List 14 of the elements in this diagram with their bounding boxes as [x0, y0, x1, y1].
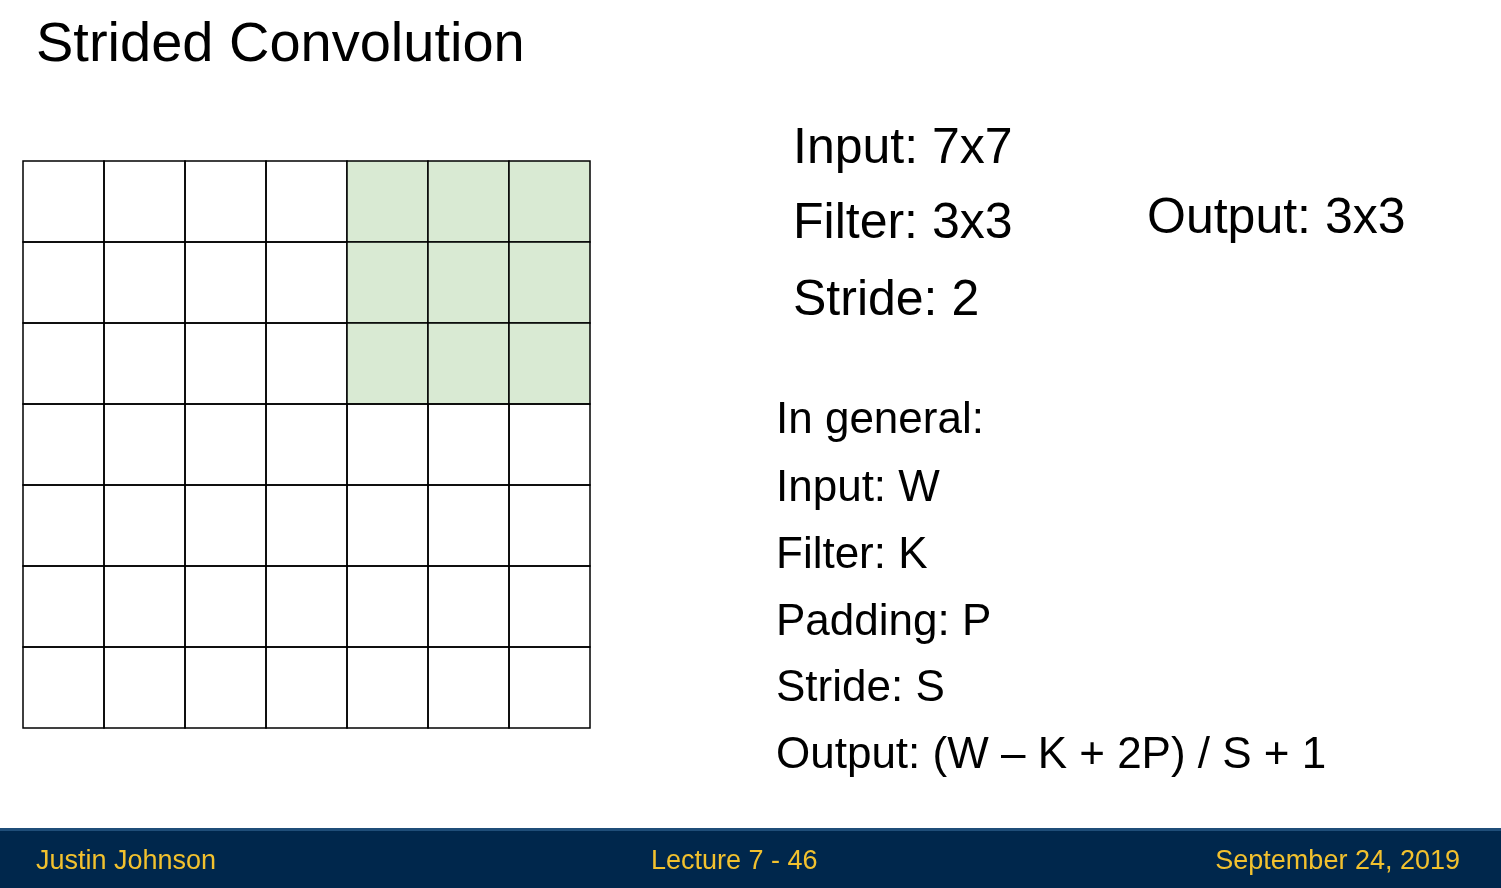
formula-text: Output: (W – K + 2P) / S + 1	[776, 728, 1327, 779]
slide-title: Strided Convolution	[36, 10, 525, 75]
formula-text: Filter: K	[776, 528, 928, 579]
output-text: Output: 3x3	[1147, 188, 1406, 246]
footer-lecture: Lecture 7 - 46	[651, 845, 818, 877]
spec-text: Filter: 3x3	[793, 193, 1013, 251]
spec-text: Stride: 2	[793, 270, 980, 328]
formula-text: Padding: P	[776, 595, 992, 646]
spec-text: Input: 7x7	[793, 118, 1013, 176]
formula-heading: In general:	[776, 393, 984, 444]
formula-text: Input: W	[776, 461, 940, 512]
footer-date: September 24, 2019	[1215, 845, 1460, 877]
formula-text: Stride: S	[776, 661, 945, 712]
footer-author: Justin Johnson	[36, 845, 217, 877]
